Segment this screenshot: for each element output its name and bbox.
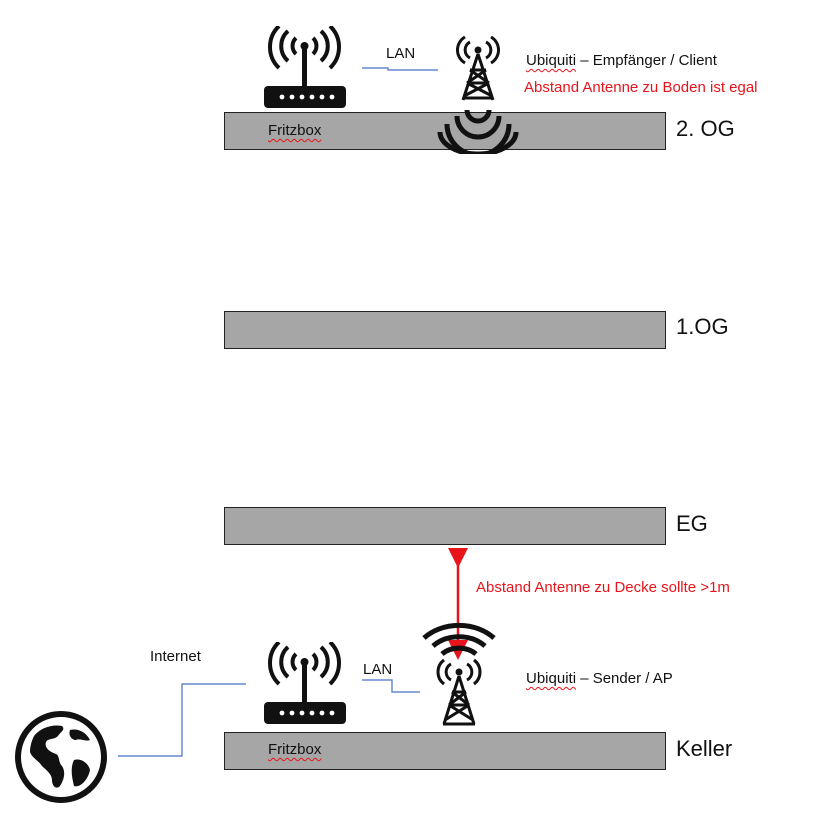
- floor-bar-keller: [224, 732, 666, 770]
- floor-label-keller: Keller: [676, 736, 733, 761]
- floor-label-eg: EG: [676, 511, 708, 536]
- floor-label-og2: 2. OG: [676, 116, 735, 141]
- floor-bar-og1: [224, 311, 666, 349]
- antenna-tower-icon: [437, 36, 519, 154]
- device-role-top: – Empfänger / Client: [576, 52, 717, 69]
- note-top: Abstand Antenne zu Boden ist egal: [524, 79, 758, 96]
- router-label-bottom: Fritzbox: [268, 741, 322, 758]
- device-brand-top: Ubiquiti: [526, 52, 577, 69]
- router-label-top: Fritzbox: [268, 122, 322, 139]
- device-label-top: Ubiquiti – Empfänger / Client: [526, 52, 717, 69]
- device-label-bottom: Ubiquiti – Sender / AP: [526, 670, 673, 687]
- floor-label-og1: 1.OG: [676, 314, 729, 339]
- antenna-tower-icon: [422, 622, 496, 726]
- globe-icon: [15, 711, 107, 803]
- internet-label: Internet: [150, 648, 201, 665]
- note-bottom: Abstand Antenne zu Decke sollte >1m: [476, 579, 730, 596]
- floor-bar-eg: [224, 507, 666, 545]
- router-icon: [264, 642, 346, 724]
- lan-label-top: LAN: [386, 45, 416, 62]
- lan-label-bottom: LAN: [363, 661, 393, 678]
- lan-link-top: [362, 67, 438, 71]
- lan-link-bottom: [362, 679, 420, 693]
- router-icon: [264, 26, 346, 108]
- device-role-bottom: – Sender / AP: [576, 670, 673, 687]
- internet-link: [118, 683, 246, 757]
- device-brand-bottom: Ubiquiti: [526, 670, 577, 687]
